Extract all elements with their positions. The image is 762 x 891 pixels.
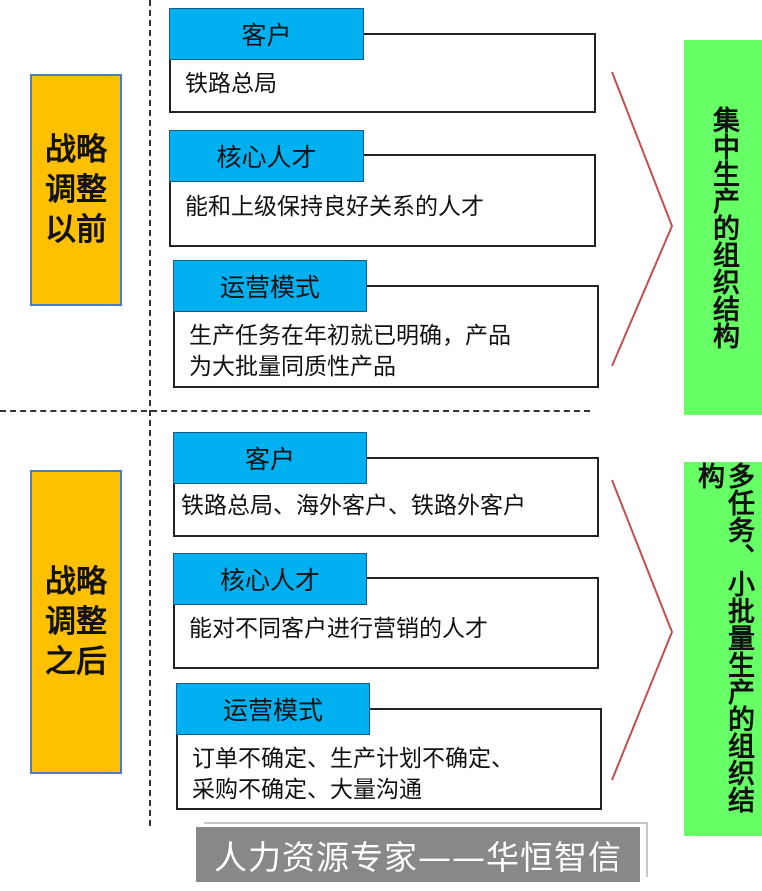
before-operation-line-1: 生产任务在年初就已明确，产品 [189,323,511,349]
before-result: 集中生产的组织结构 [684,40,762,415]
after-talent-tab: 核心人才 [173,553,367,605]
before-chevron [611,71,674,367]
after-operation-line-2: 采购不确定、大量沟通 [192,777,422,803]
phase-after-line-1: 战略 [45,564,107,600]
after-operation-line-1: 订单不确定、生产计划不确定、 [192,746,514,772]
before-operation-tab: 运营模式 [173,260,367,312]
before-customer-desc: 铁路总局 [185,71,277,97]
after-talent-desc: 能对不同客户进行营销的人才 [189,616,488,642]
after-operation-tab: 运营模式 [176,683,370,735]
phase-before-line-1: 战略 [45,132,107,168]
after-customer-desc: 铁路总局、海外客户、铁路外客户 [181,493,526,519]
before-talent-box: 能和上级保持良好关系的人才 [169,154,596,247]
convergence-chevrons [611,71,674,781]
after-operation-desc: 订单不确定、生产计划不确定、 采购不确定、大量沟通 [192,744,590,806]
footer-shadow [204,822,648,877]
phase-after-line-3: 之后 [45,644,107,680]
phase-before: 战略 调整 以前 [30,74,122,306]
after-result: 多任务、小批量生产的组织结构 [684,462,762,836]
before-talent-tab: 核心人才 [169,130,364,182]
phase-before-line-2: 调整 [45,172,107,208]
phase-after-line-2: 调整 [45,604,107,640]
before-talent-desc: 能和上级保持良好关系的人才 [185,194,484,220]
after-result-text: 多任务、小批量生产的组织结构 [693,462,754,813]
before-result-text: 集中生产的组织结构 [708,106,739,349]
horizontal-divider [0,410,590,412]
footer-banner: 人力资源专家——华恒智信 [196,827,640,882]
before-operation-line-2: 为大批量同质性产品 [189,354,396,380]
phase-before-line-3: 以前 [45,212,107,248]
vertical-divider [149,0,151,826]
after-customer-tab: 客户 [173,432,367,484]
before-operation-desc: 生产任务在年初就已明确，产品 为大批量同质性产品 [189,321,587,383]
phase-after: 战略 调整 之后 [30,470,122,774]
before-customer-tab: 客户 [169,8,364,60]
after-chevron [611,479,674,781]
